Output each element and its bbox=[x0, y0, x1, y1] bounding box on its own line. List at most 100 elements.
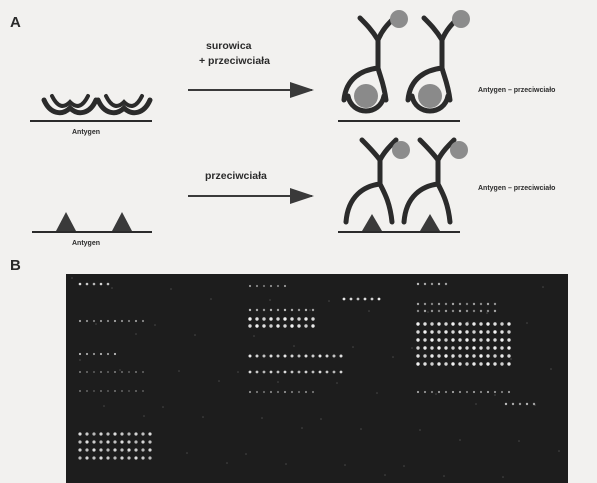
array-spot-faint bbox=[103, 405, 105, 407]
array-spot bbox=[277, 309, 279, 311]
array-spot bbox=[486, 362, 489, 365]
array-spot bbox=[284, 391, 286, 393]
array-spot bbox=[263, 309, 265, 311]
array-spot bbox=[249, 391, 251, 393]
array-spot bbox=[424, 283, 426, 285]
complex-label-top: Antygen – przeciwciało bbox=[478, 87, 555, 94]
array-spot bbox=[519, 403, 521, 405]
array-spot bbox=[114, 353, 116, 355]
array-spot bbox=[100, 320, 102, 322]
array-spot bbox=[114, 371, 116, 373]
array-spot-faint bbox=[71, 277, 73, 279]
array-spot bbox=[451, 338, 454, 341]
array-spot-faint bbox=[459, 439, 461, 441]
array-spot bbox=[297, 324, 300, 327]
array-spot bbox=[100, 371, 102, 373]
array-spot bbox=[135, 390, 137, 392]
array-spot bbox=[501, 391, 503, 393]
array-spot bbox=[452, 310, 454, 312]
array-spot bbox=[424, 310, 426, 312]
array-spot bbox=[423, 322, 426, 325]
array-spot bbox=[451, 362, 454, 365]
array-spot bbox=[417, 391, 419, 393]
array-spot-faint bbox=[403, 465, 405, 467]
array-spot-faint bbox=[253, 335, 255, 337]
array-spot bbox=[487, 391, 489, 393]
array-spot bbox=[472, 338, 475, 341]
array-spot bbox=[134, 456, 137, 459]
array-spot bbox=[416, 354, 419, 357]
array-spot bbox=[465, 362, 468, 365]
array-spot bbox=[424, 391, 426, 393]
array-spot bbox=[458, 322, 461, 325]
array-spot bbox=[507, 330, 510, 333]
array-spot-faint bbox=[245, 453, 247, 455]
array-spot-faint bbox=[178, 370, 180, 372]
array-spot bbox=[134, 432, 137, 435]
array-spot bbox=[298, 371, 301, 374]
array-spot-faint bbox=[320, 418, 322, 420]
array-spot bbox=[487, 310, 489, 312]
array-spot-faint bbox=[384, 474, 386, 476]
array-spot bbox=[480, 391, 482, 393]
array-spot bbox=[312, 355, 315, 358]
array-spot bbox=[459, 391, 461, 393]
array-spot bbox=[270, 391, 272, 393]
array-spot bbox=[312, 391, 314, 393]
array-spot bbox=[304, 317, 307, 320]
array-spot bbox=[85, 456, 88, 459]
array-spot bbox=[416, 322, 419, 325]
array-spot bbox=[120, 432, 123, 435]
array-spot-faint bbox=[202, 416, 204, 418]
arrow-label-plus-antibodies: + przeciwciała bbox=[199, 55, 270, 67]
complex-with-triangle-bottom bbox=[338, 140, 468, 232]
array-spot bbox=[291, 355, 294, 358]
array-spot bbox=[472, 346, 475, 349]
array-spot bbox=[141, 432, 144, 435]
array-spot bbox=[142, 371, 144, 373]
array-spot bbox=[263, 355, 266, 358]
array-spot-faint bbox=[135, 333, 137, 335]
array-spot-faint bbox=[352, 346, 354, 348]
array-spot bbox=[249, 309, 251, 311]
array-spot bbox=[444, 362, 447, 365]
array-spot bbox=[79, 390, 81, 392]
array-spot bbox=[127, 448, 130, 451]
array-spot bbox=[486, 346, 489, 349]
array-spot bbox=[486, 322, 489, 325]
array-spot bbox=[465, 346, 468, 349]
array-spot bbox=[106, 456, 109, 459]
array-spot bbox=[270, 309, 272, 311]
array-spot bbox=[458, 330, 461, 333]
array-spot bbox=[255, 317, 258, 320]
array-spot bbox=[311, 324, 314, 327]
array-spot bbox=[486, 330, 489, 333]
array-spot bbox=[128, 390, 130, 392]
array-spot bbox=[472, 330, 475, 333]
array-spot bbox=[493, 322, 496, 325]
array-spot bbox=[472, 362, 475, 365]
array-spot bbox=[444, 346, 447, 349]
array-spot bbox=[262, 317, 265, 320]
array-spot bbox=[459, 310, 461, 312]
array-spot-faint bbox=[218, 380, 220, 382]
array-spot bbox=[430, 322, 433, 325]
array-spot bbox=[291, 391, 293, 393]
array-spot bbox=[437, 338, 440, 341]
array-spot bbox=[371, 298, 374, 301]
array-spot bbox=[291, 371, 294, 374]
array-spot bbox=[479, 322, 482, 325]
antigen-v-group-left bbox=[30, 96, 152, 121]
array-spot bbox=[256, 309, 258, 311]
array-spot bbox=[142, 320, 144, 322]
array-spot bbox=[431, 391, 433, 393]
array-spot bbox=[417, 283, 419, 285]
array-spot bbox=[451, 354, 454, 357]
array-spot bbox=[417, 310, 419, 312]
array-spot bbox=[444, 330, 447, 333]
array-spot bbox=[319, 371, 322, 374]
array-spot bbox=[451, 330, 454, 333]
array-spot bbox=[78, 448, 81, 451]
array-spot bbox=[120, 456, 123, 459]
array-spot bbox=[256, 371, 259, 374]
